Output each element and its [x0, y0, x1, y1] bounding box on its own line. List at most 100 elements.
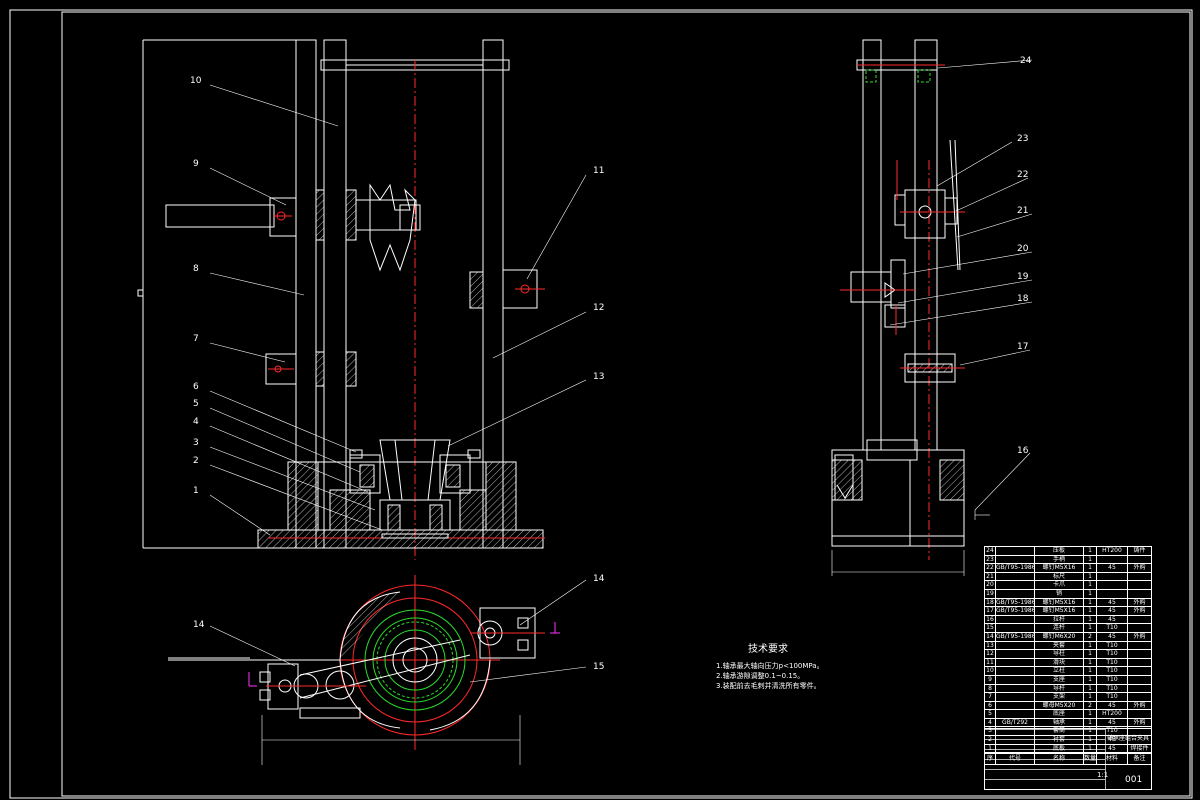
bom-cell-name: 导杆 [1035, 684, 1084, 693]
bom-cell-name: 滑块 [1035, 658, 1084, 667]
bom-cell-no: 16 [985, 615, 996, 624]
bom-cell-code [996, 615, 1035, 624]
bom-cell-qty: 1 [1084, 624, 1097, 632]
bom-cell-mat: T10 [1097, 650, 1128, 658]
bom-cell-qty: 2 [1084, 632, 1097, 641]
bom-cell-qty: 1 [1084, 607, 1097, 615]
bom-cell-qty: 1 [1084, 650, 1097, 658]
bom-cell-qty: 1 [1084, 675, 1097, 684]
bom-cell-note [1128, 573, 1151, 581]
balloon-side-24: 24 [1020, 56, 1032, 66]
bom-cell-note [1128, 676, 1151, 684]
bom-cell-mat: T10 [1097, 693, 1128, 701]
bom-cell-qty: 1 [1084, 658, 1097, 667]
bom-cell-qty: 1 [1084, 710, 1097, 718]
bom-cell-mat: T10 [1097, 641, 1128, 650]
bom-cell-mat: 45 [1097, 598, 1128, 607]
bom-cell-name: 螺钉M5X16 [1035, 564, 1084, 572]
balloon-front-13: 13 [593, 372, 605, 382]
bom-cell-name: 连杆 [1035, 624, 1084, 632]
bom-cell-name: 手柄 [1035, 555, 1084, 564]
bom-cell-name: 导柱 [1035, 650, 1084, 658]
bom-cell-name: 卡爪 [1035, 581, 1084, 589]
bom-cell-note [1128, 685, 1151, 693]
bom-cell-code [996, 581, 1035, 589]
bom-cell-qty: 1 [1084, 641, 1097, 650]
bom-cell-mat: T10 [1097, 684, 1128, 693]
balloon-side-19: 19 [1017, 272, 1029, 282]
bom-cell-code [996, 589, 1035, 598]
bom-cell-no: 12 [985, 650, 996, 658]
bom-cell-no: 8 [985, 684, 996, 693]
bom-cell-qty: 1 [1084, 564, 1097, 572]
balloon-side-17: 17 [1017, 342, 1029, 352]
bom-cell-code [996, 572, 1035, 581]
bom-cell-code: GB/T95-1986 [996, 607, 1035, 615]
bom-cell-no: 15 [985, 624, 996, 632]
bom-cell-no: 18 [985, 598, 996, 607]
bom-cell-no: 24 [985, 547, 996, 555]
balloon-top-14-left: 14 [193, 620, 205, 630]
bom-cell-code [996, 701, 1035, 710]
bom-cell-note [1128, 693, 1151, 701]
bom-cell-qty: 1 [1084, 572, 1097, 581]
bom-cell-no: 20 [985, 581, 996, 589]
bom-cell-code [996, 667, 1035, 675]
balloon-side-20: 20 [1017, 244, 1029, 254]
bom-cell-name: 支座 [1035, 675, 1084, 684]
bom-cell-note: 外购 [1133, 607, 1146, 615]
bom-cell-name: 夹套 [1035, 641, 1084, 650]
bom-cell-qty: 1 [1084, 718, 1097, 727]
bom-cell-name: 螺钉M6X20 [1035, 632, 1084, 641]
balloon-side-21: 21 [1017, 206, 1029, 216]
balloon-front-6: 6 [193, 382, 199, 392]
bom-cell-mat: 45 [1097, 744, 1128, 753]
bom-cell-mat: 45 [1097, 607, 1128, 615]
bom-cell-name: 轴承 [1035, 718, 1084, 727]
bom-cell-note [1128, 616, 1151, 624]
balloon-front-7: 7 [193, 334, 199, 344]
bom-cell-mat: 45 [1097, 701, 1128, 710]
balloon-front-2: 2 [193, 456, 199, 466]
bom-cell-qty: 1 [1084, 589, 1097, 598]
bom-cell-qty: 1 [1084, 598, 1097, 607]
bom-cell-code [996, 650, 1035, 658]
bom-cell-note [1128, 650, 1151, 658]
bom-cell-code [996, 547, 1035, 555]
bom-cell-qty: 1 [1084, 555, 1097, 564]
bom-cell-qty: 1 [1084, 547, 1097, 555]
front-leaders [209, 84, 587, 536]
title-block: 轴承座组合夹具 1:1 001 [984, 728, 1152, 790]
bom-cell-note: 外购 [1133, 701, 1146, 709]
bom-cell-no: 9 [985, 675, 996, 684]
bom-cell-no: 19 [985, 589, 996, 598]
bom-cell-mat: 45 [1097, 564, 1128, 572]
bom-cell-code [996, 658, 1035, 667]
bom-cell-note [1128, 581, 1151, 589]
bom-cell-qty: 1 [1084, 667, 1097, 675]
balloon-front-12: 12 [593, 303, 605, 313]
bom-cell-code: GB/T292 [996, 718, 1035, 727]
bom-cell-no: 17 [985, 607, 996, 615]
drawing-number: 001 [1125, 775, 1143, 785]
bom-cell-mat: T10 [1097, 667, 1128, 675]
bom-cell-name: 螺母M5X20 [1035, 701, 1084, 710]
side-view [831, 39, 965, 576]
bom-cell-qty: 1 [1084, 581, 1097, 589]
bom-cell-mat: 45 [1097, 718, 1128, 727]
bom-cell-note: 铸件 [1133, 547, 1146, 554]
drawing-name: 轴承座组合夹具 [1107, 735, 1150, 742]
bom-cell-no: 6 [985, 701, 996, 710]
bom-cell-no: 10 [985, 667, 996, 675]
